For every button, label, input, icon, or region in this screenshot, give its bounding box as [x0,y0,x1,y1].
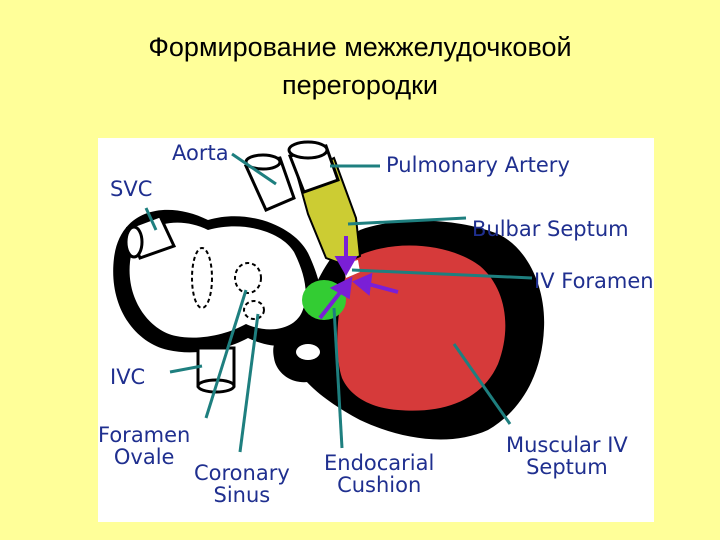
flow-arrows [318,236,399,320]
atrium-cavity [129,222,306,338]
heart-septum-figure: Aorta Pulmonary Artery SVC Bulbar Septum… [98,138,654,522]
leader-lines [144,152,533,453]
label-muscular-iv-septum: Muscular IV Septum [506,434,628,478]
atrial-dashed-outline [191,247,213,309]
label-coronary-sinus: Coronary Sinus [194,462,290,506]
label-foramen-ovale-line-2: Ovale [113,445,175,469]
label-bulbar-septum: Bulbar Septum [472,217,629,241]
label-endocardial-cushion-line-1: Endocarial [324,451,435,475]
label-ivc: IVC [110,365,146,389]
label-muscular-iv-septum-line-2: Septum [526,455,608,479]
pulmonary-opening [287,140,329,160]
label-coronary-sinus-line-2: Sinus [213,483,271,507]
label-endocardial-cushion: Endocarial Cushion [324,452,434,496]
coronary-sinus-outline [243,300,265,320]
heart-diagram [113,140,545,453]
svc-opening [124,225,144,259]
label-aorta: Aorta [172,141,229,165]
slide-title-line-2: перегородки [281,70,439,100]
slide-title: Формирование межжелудочковой перегородки [0,28,720,104]
label-muscular-iv-septum-line-1: Muscular IV [506,433,628,457]
lower-loop-hole [296,344,320,360]
label-coronary-sinus-line-1: Coronary [194,461,290,485]
label-endocardial-cushion-line-2: Cushion [337,473,422,497]
label-iv-foramen: IV Foramen [534,269,654,293]
label-svc: SVC [110,177,153,201]
label-pulmonary-artery: Pulmonary Artery [386,153,570,177]
label-foramen-ovale-line-1: Foramen [98,423,191,447]
slide-title-line-1: Формирование межжелудочковой [148,32,572,62]
foramen-ovale-outline [234,262,262,294]
label-foramen-ovale: Foramen Ovale [98,424,190,468]
